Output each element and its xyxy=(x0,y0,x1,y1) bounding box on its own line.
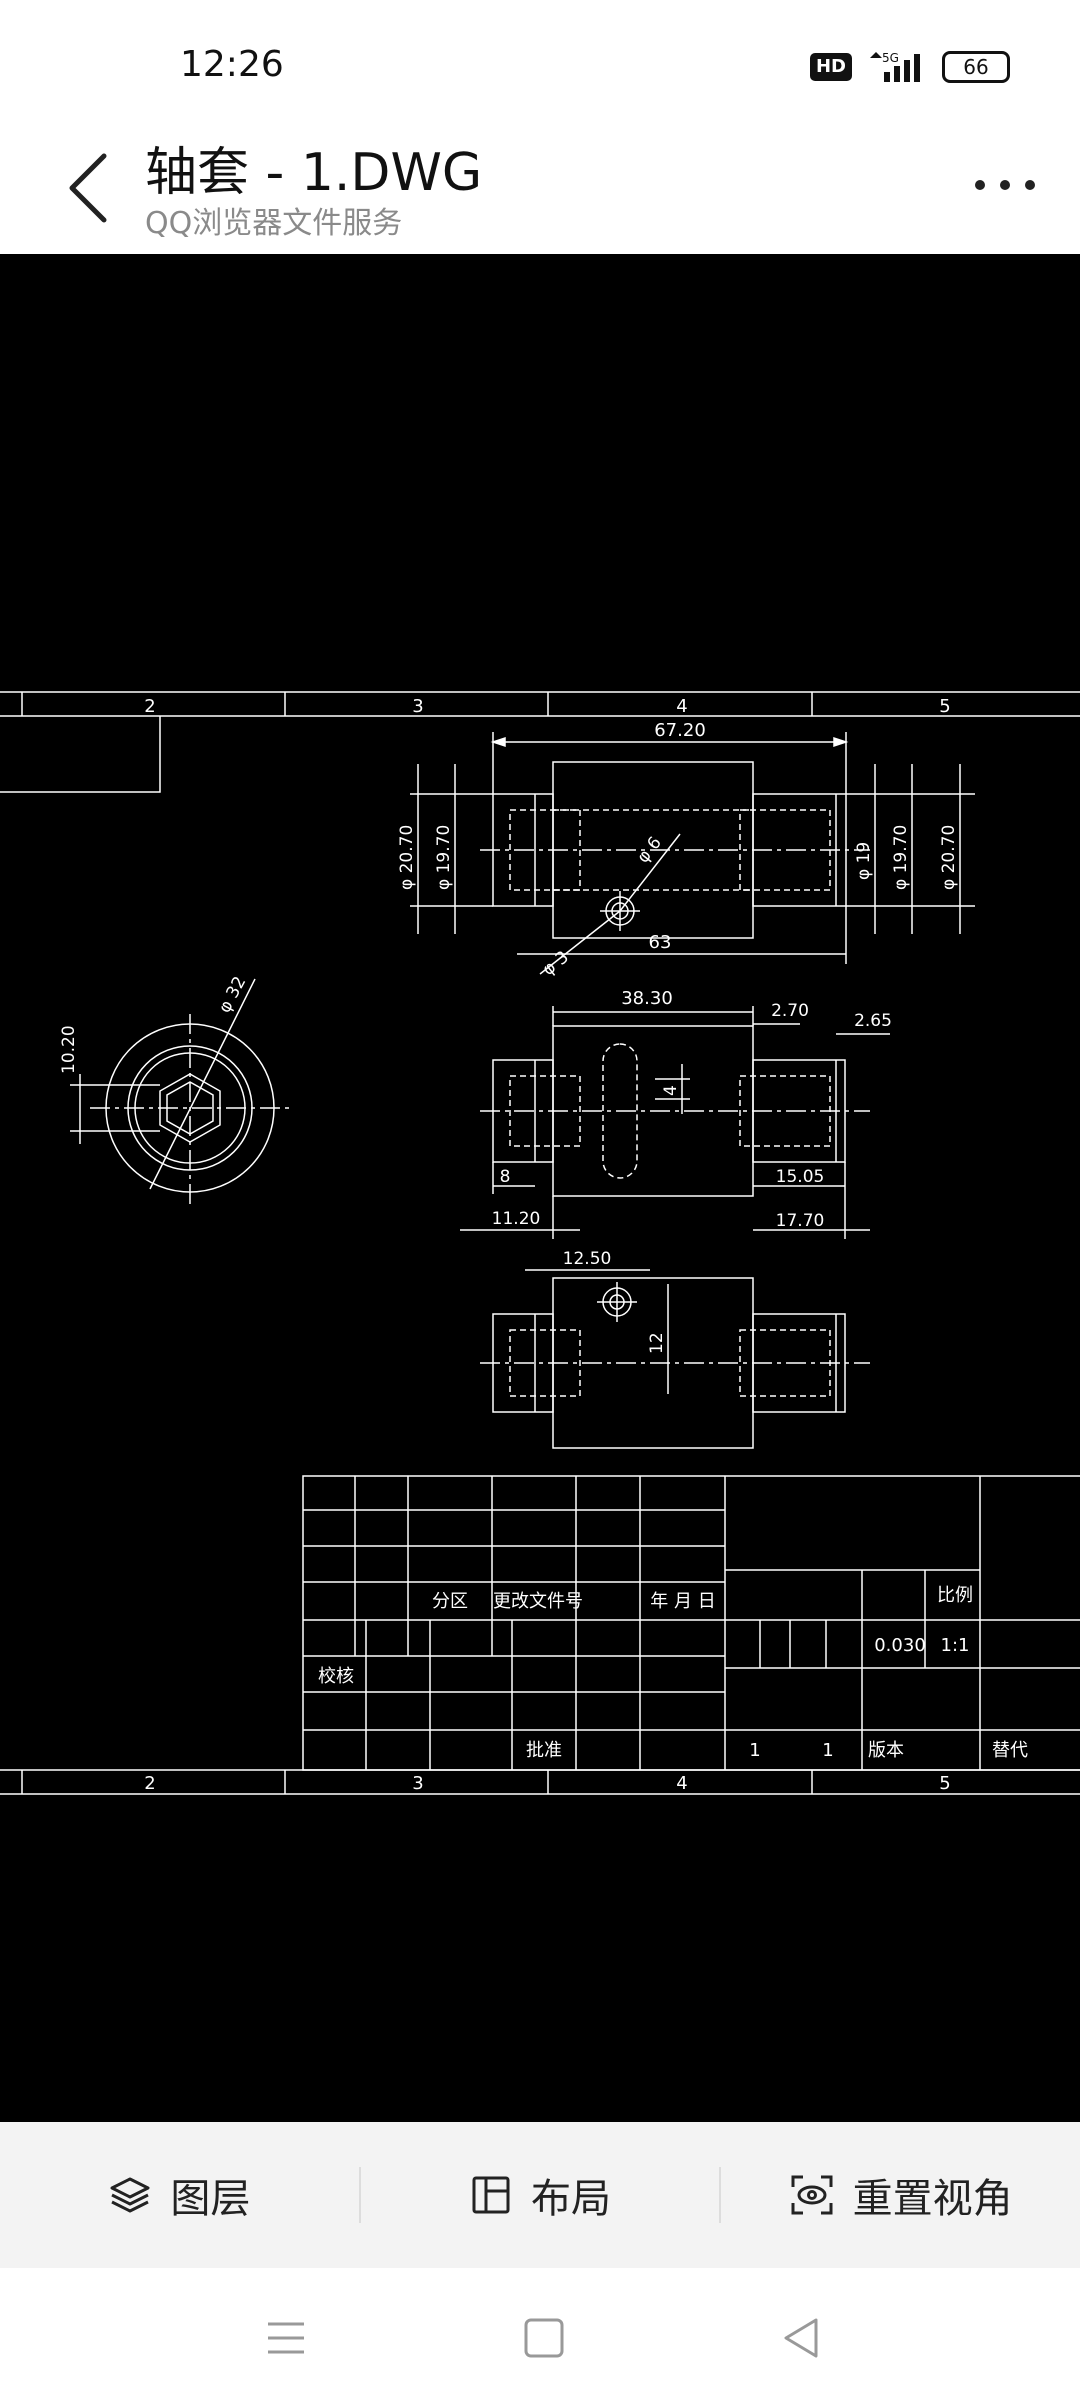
dim-phi-20-70-left: φ 20.70 xyxy=(397,825,417,890)
tb-change-doc: 更改文件号 xyxy=(493,1591,583,1612)
dim-phi-20-70-right: φ 20.70 xyxy=(939,825,959,890)
status-bar: 12:26 HD 5G 66 xyxy=(0,0,1080,120)
app-header: 轴套 - 1.DWG QQ浏览器文件服务 xyxy=(0,120,1080,254)
hd-badge: HD xyxy=(809,53,852,81)
zone-num: 5 xyxy=(939,1773,950,1794)
zone-num: 4 xyxy=(676,696,687,717)
back-nav-icon[interactable] xyxy=(772,2308,832,2368)
battery-icon: 66 xyxy=(942,51,1010,83)
tb-sheet-b: 1 xyxy=(822,1740,833,1761)
layout-icon xyxy=(472,2176,510,2214)
tb-scale-label: 比例 xyxy=(937,1585,973,1606)
dim-15-05: 15.05 xyxy=(776,1167,825,1187)
reset-view-label: 重置视角 xyxy=(852,2176,1013,2222)
layers-icon xyxy=(110,2177,150,2213)
zone-num: 3 xyxy=(412,1773,423,1794)
dim-63: 63 xyxy=(649,932,672,953)
bottom-toolbar: 图层 布局 重置视角 xyxy=(0,2122,1080,2268)
status-icons: HD 5G 66 xyxy=(809,50,1010,84)
reset-view-icon xyxy=(791,2175,833,2215)
dim-8: 8 xyxy=(500,1167,511,1187)
cad-drawing: 2 3 4 5 67 xyxy=(0,691,1080,1795)
tb-date: 年 月 日 xyxy=(650,1591,715,1612)
signal-5g-icon: 5G xyxy=(870,51,920,82)
dim-4: 4 xyxy=(661,1085,681,1096)
more-icon[interactable] xyxy=(970,165,1040,205)
dim-11-20: 11.20 xyxy=(492,1209,541,1229)
tb-scale: 1:1 xyxy=(941,1635,970,1656)
drawing-canvas[interactable]: 2 3 4 5 67 xyxy=(0,254,1080,2122)
top-view: 38.30 2.70 2.65 4 8 15.05 11.20 17.70 xyxy=(460,988,892,1239)
layout-button[interactable]: 布局 xyxy=(361,2122,720,2268)
toolbar-divider xyxy=(719,2167,722,2223)
tb-replace: 替代 xyxy=(992,1740,1028,1761)
home-icon[interactable] xyxy=(514,2308,574,2368)
system-nav-bar xyxy=(0,2268,1080,2400)
tb-check: 校核 xyxy=(318,1666,354,1687)
status-time: 12:26 xyxy=(180,44,284,85)
zone-num: 2 xyxy=(144,696,155,717)
zone-num: 2 xyxy=(144,1773,155,1794)
network-label: 5G xyxy=(882,51,899,65)
bottom-view: 12.50 12 xyxy=(480,1249,870,1449)
dim-phi-19-70-left: φ 19.70 xyxy=(434,825,454,890)
tb-weight: 0.030 xyxy=(874,1635,926,1656)
file-title: 轴套 - 1.DWG xyxy=(145,143,483,203)
side-view: φ 32 10.20 xyxy=(59,973,290,1204)
dim-2-70: 2.70 xyxy=(771,1001,809,1021)
zone-num: 3 xyxy=(412,696,423,717)
title-block: 分区 更改文件号 年 月 日 校核 批准 比例 0.030 1:1 1 1 版本… xyxy=(302,1475,1080,1771)
tb-approve: 批准 xyxy=(526,1740,562,1761)
front-view: 67.20 φ 20.70 φ 19.70 φ 19 φ 19.70 φ 20.… xyxy=(397,720,975,980)
file-subtitle: QQ浏览器文件服务 xyxy=(145,206,403,241)
tb-sheet-a: 1 xyxy=(749,1740,760,1761)
dim-38-30: 38.30 xyxy=(621,988,673,1009)
tb-version: 版本 xyxy=(868,1740,904,1761)
zone-num: 4 xyxy=(676,1773,687,1794)
tb-fenqu: 分区 xyxy=(432,1591,468,1612)
dim-phi-32: φ 32 xyxy=(215,973,251,1016)
dim-10-20: 10.20 xyxy=(59,1025,79,1074)
reset-view-button[interactable]: 重置视角 xyxy=(721,2122,1080,2268)
layers-label: 图层 xyxy=(170,2176,251,2222)
dim-67-20: 67.20 xyxy=(654,720,706,741)
zone-num: 5 xyxy=(939,696,950,717)
frame-corner xyxy=(0,716,161,793)
dim-phi-19: φ 19 xyxy=(854,842,874,880)
dim-2-65: 2.65 xyxy=(854,1011,892,1031)
layers-button[interactable]: 图层 xyxy=(0,2122,359,2268)
zone-ruler-top: 2 3 4 5 xyxy=(0,691,1080,717)
menu-icon[interactable] xyxy=(256,2308,316,2368)
dim-12: 12 xyxy=(647,1332,667,1354)
back-arrow-icon[interactable] xyxy=(60,148,120,228)
zone-ruler-bottom: 2 3 4 5 xyxy=(0,1769,1080,1795)
dim-phi-19-70-right: φ 19.70 xyxy=(891,825,911,890)
layout-label: 布局 xyxy=(531,2176,611,2222)
dim-17-70: 17.70 xyxy=(776,1211,825,1231)
toolbar-divider xyxy=(358,2167,361,2223)
dim-phi-6: φ 6 xyxy=(633,833,666,867)
dim-12-50: 12.50 xyxy=(563,1249,612,1269)
